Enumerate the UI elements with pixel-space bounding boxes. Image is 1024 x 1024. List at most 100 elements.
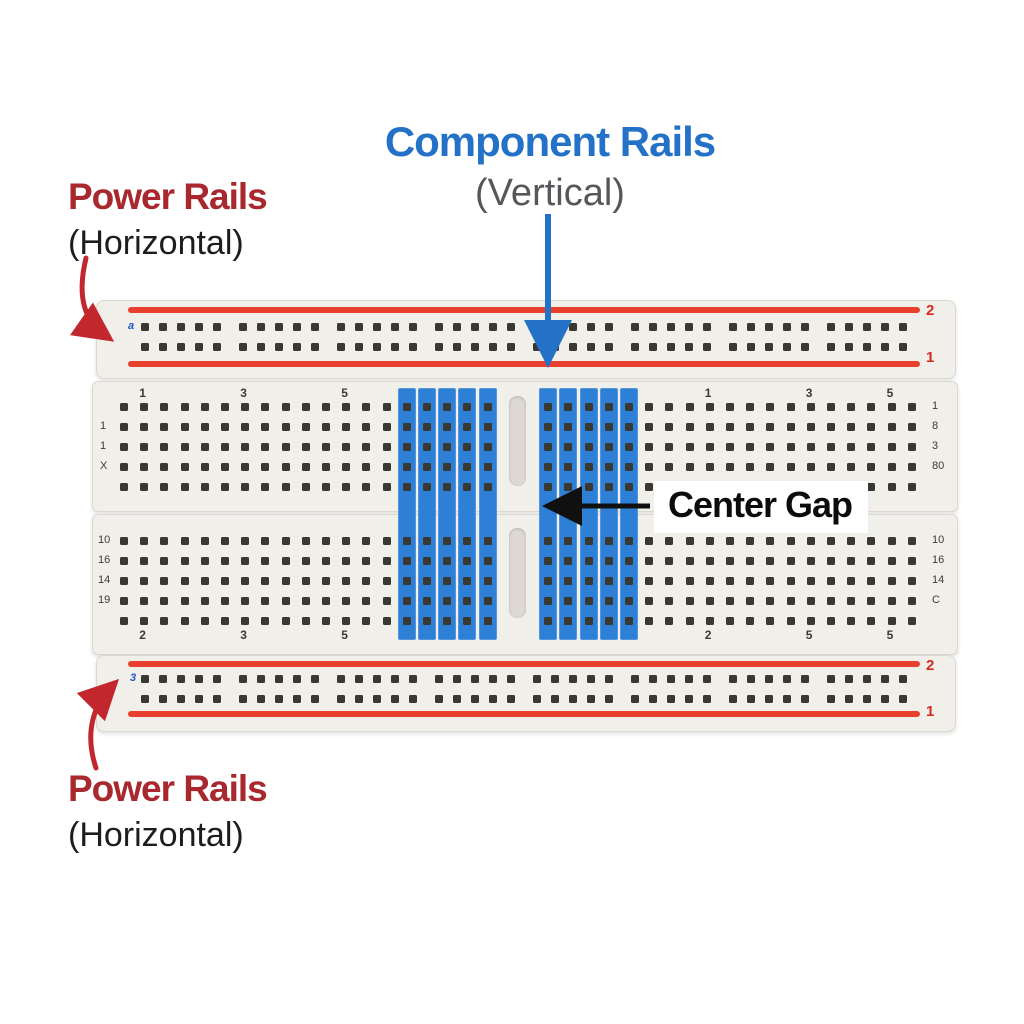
breadboard-hole bbox=[786, 463, 795, 471]
breadboard-hole bbox=[463, 537, 472, 545]
breadboard-hole bbox=[685, 597, 694, 605]
breadboard-hole bbox=[362, 537, 371, 545]
breadboard-hole bbox=[544, 423, 553, 431]
breadboard-hole bbox=[221, 537, 229, 545]
breadboard-hole bbox=[301, 597, 310, 605]
breadboard-hole bbox=[645, 577, 654, 585]
power-rail-hole bbox=[649, 323, 657, 331]
row-label: 14 bbox=[98, 574, 111, 586]
breadboard-hole bbox=[200, 597, 209, 605]
rail-number: 2 bbox=[926, 657, 935, 674]
power-rail-hole bbox=[159, 695, 167, 703]
breadboard-hole bbox=[645, 403, 654, 411]
breadboard-hole bbox=[685, 423, 694, 431]
breadboard-hole bbox=[342, 597, 351, 605]
breadboard-hole bbox=[200, 463, 209, 471]
power-rail-hole bbox=[899, 695, 907, 703]
breadboard-hole bbox=[322, 577, 330, 585]
breadboard-hole bbox=[544, 557, 553, 565]
breadboard-hole bbox=[483, 537, 492, 545]
breadboard-hole bbox=[665, 463, 674, 471]
row-label: 10 bbox=[932, 534, 945, 546]
power-rail-hole bbox=[551, 695, 559, 703]
breadboard-hole bbox=[544, 577, 553, 585]
breadboard-hole bbox=[402, 403, 411, 411]
breadboard-hole bbox=[645, 617, 654, 625]
breadboard-hole bbox=[180, 617, 189, 625]
power-rail-hole bbox=[729, 695, 737, 703]
rail-number: 1 bbox=[926, 349, 935, 366]
breadboard-hole bbox=[483, 617, 492, 625]
breadboard-hole bbox=[382, 443, 391, 451]
breadboard-hole bbox=[160, 423, 169, 431]
power-rail-hole bbox=[239, 695, 247, 703]
breadboard-hole bbox=[120, 537, 128, 545]
breadboard-hole bbox=[685, 577, 694, 585]
breadboard-hole bbox=[786, 617, 795, 625]
breadboard-hole bbox=[705, 577, 714, 585]
breadboard-hole bbox=[443, 483, 452, 491]
power-rail-hole bbox=[827, 343, 835, 351]
power-rail-hole bbox=[685, 675, 693, 683]
power-rail-hole bbox=[257, 323, 265, 331]
breadboard-hole bbox=[402, 557, 411, 565]
breadboard-hole bbox=[301, 443, 310, 451]
power-rails-bottom-subtitle: (Horizontal) bbox=[68, 816, 244, 854]
breadboard-hole bbox=[322, 443, 330, 451]
power-rail-hole bbox=[141, 323, 149, 331]
breadboard-hole bbox=[200, 443, 209, 451]
column-number: 5 bbox=[805, 628, 813, 642]
breadboard-hole bbox=[786, 403, 795, 411]
breadboard-hole bbox=[705, 557, 714, 565]
breadboard-hole bbox=[382, 577, 391, 585]
breadboard-hole bbox=[766, 423, 775, 431]
breadboard-hole bbox=[665, 577, 674, 585]
breadboard-hole bbox=[806, 403, 815, 411]
power-rail-hole bbox=[453, 343, 461, 351]
breadboard-hole bbox=[180, 443, 189, 451]
breadboard-hole bbox=[180, 423, 189, 431]
breadboard-hole bbox=[604, 577, 613, 585]
breadboard-hole bbox=[847, 537, 856, 545]
center-notch bbox=[509, 528, 526, 618]
power-rail-hole bbox=[685, 343, 693, 351]
power-rail-hole bbox=[747, 323, 755, 331]
breadboard-hole bbox=[887, 403, 896, 411]
power-rail-hole bbox=[293, 323, 301, 331]
power-rail-hole bbox=[649, 695, 657, 703]
column-number: 5 bbox=[341, 386, 348, 400]
breadboard-hole bbox=[726, 617, 734, 625]
power-rail-hole bbox=[605, 675, 613, 683]
breadboard-hole bbox=[342, 577, 351, 585]
breadboard-hole bbox=[423, 577, 431, 585]
power-rail-hole bbox=[391, 323, 399, 331]
breadboard-hole bbox=[705, 537, 714, 545]
column-number: 1 bbox=[704, 386, 712, 400]
breadboard-hole bbox=[867, 577, 876, 585]
power-rail-hole bbox=[801, 695, 809, 703]
breadboard-hole bbox=[342, 443, 351, 451]
breadboard-hole bbox=[382, 463, 391, 471]
power-rail-hole bbox=[649, 675, 657, 683]
column-number: 5 bbox=[886, 628, 894, 642]
power-rail-hole bbox=[471, 675, 479, 683]
breadboard-hole bbox=[200, 577, 209, 585]
breadboard-hole bbox=[342, 403, 351, 411]
breadboard-hole bbox=[261, 463, 270, 471]
breadboard-hole bbox=[463, 617, 472, 625]
breadboard-hole bbox=[604, 423, 613, 431]
breadboard-hole bbox=[423, 443, 431, 451]
breadboard-hole bbox=[867, 463, 876, 471]
breadboard-hole bbox=[200, 557, 209, 565]
breadboard-hole bbox=[685, 557, 694, 565]
breadboard-hole bbox=[402, 443, 411, 451]
breadboard-hole bbox=[200, 403, 209, 411]
power-rail-hole bbox=[667, 675, 675, 683]
breadboard-hole bbox=[443, 617, 452, 625]
power-rail-hole bbox=[783, 695, 791, 703]
breadboard-hole bbox=[685, 443, 694, 451]
breadboard-hole bbox=[463, 403, 472, 411]
breadboard-hole bbox=[281, 577, 290, 585]
breadboard-hole bbox=[423, 403, 431, 411]
power-rail-hole bbox=[631, 343, 639, 351]
